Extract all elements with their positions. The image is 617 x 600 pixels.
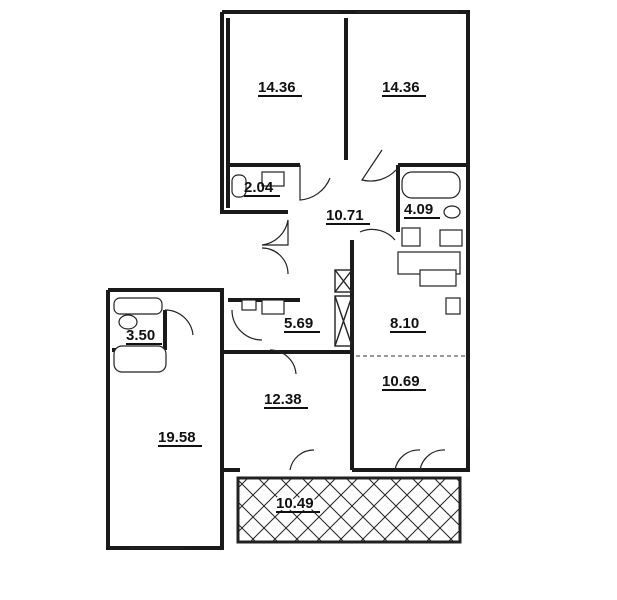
loggia-area: 10.49 [276, 495, 314, 512]
fixtures [113, 171, 463, 373]
bedroom-middle-area: 12.38 [264, 391, 302, 408]
dining-area: 10.69 [382, 373, 420, 390]
room-labels: 14.36 14.36 2.04 10.71 4.09 3.50 5.69 8.… [126, 79, 440, 514]
kitchen-area: 8.10 [390, 315, 419, 332]
loggia [236, 476, 462, 544]
bedroom-left-area: 14.36 [258, 79, 296, 96]
wc-area: 2.04 [244, 179, 274, 196]
bedroom-right-area: 14.36 [382, 79, 420, 96]
doors [164, 149, 446, 471]
hall-area: 10.71 [326, 207, 364, 224]
shaft [334, 269, 353, 347]
living-room-area: 19.58 [158, 429, 196, 446]
corridor-area: 5.69 [284, 315, 313, 332]
bathroom-left-area: 3.50 [126, 327, 155, 344]
bathroom-right-area: 4.09 [404, 201, 433, 218]
windows [130, 11, 469, 549]
